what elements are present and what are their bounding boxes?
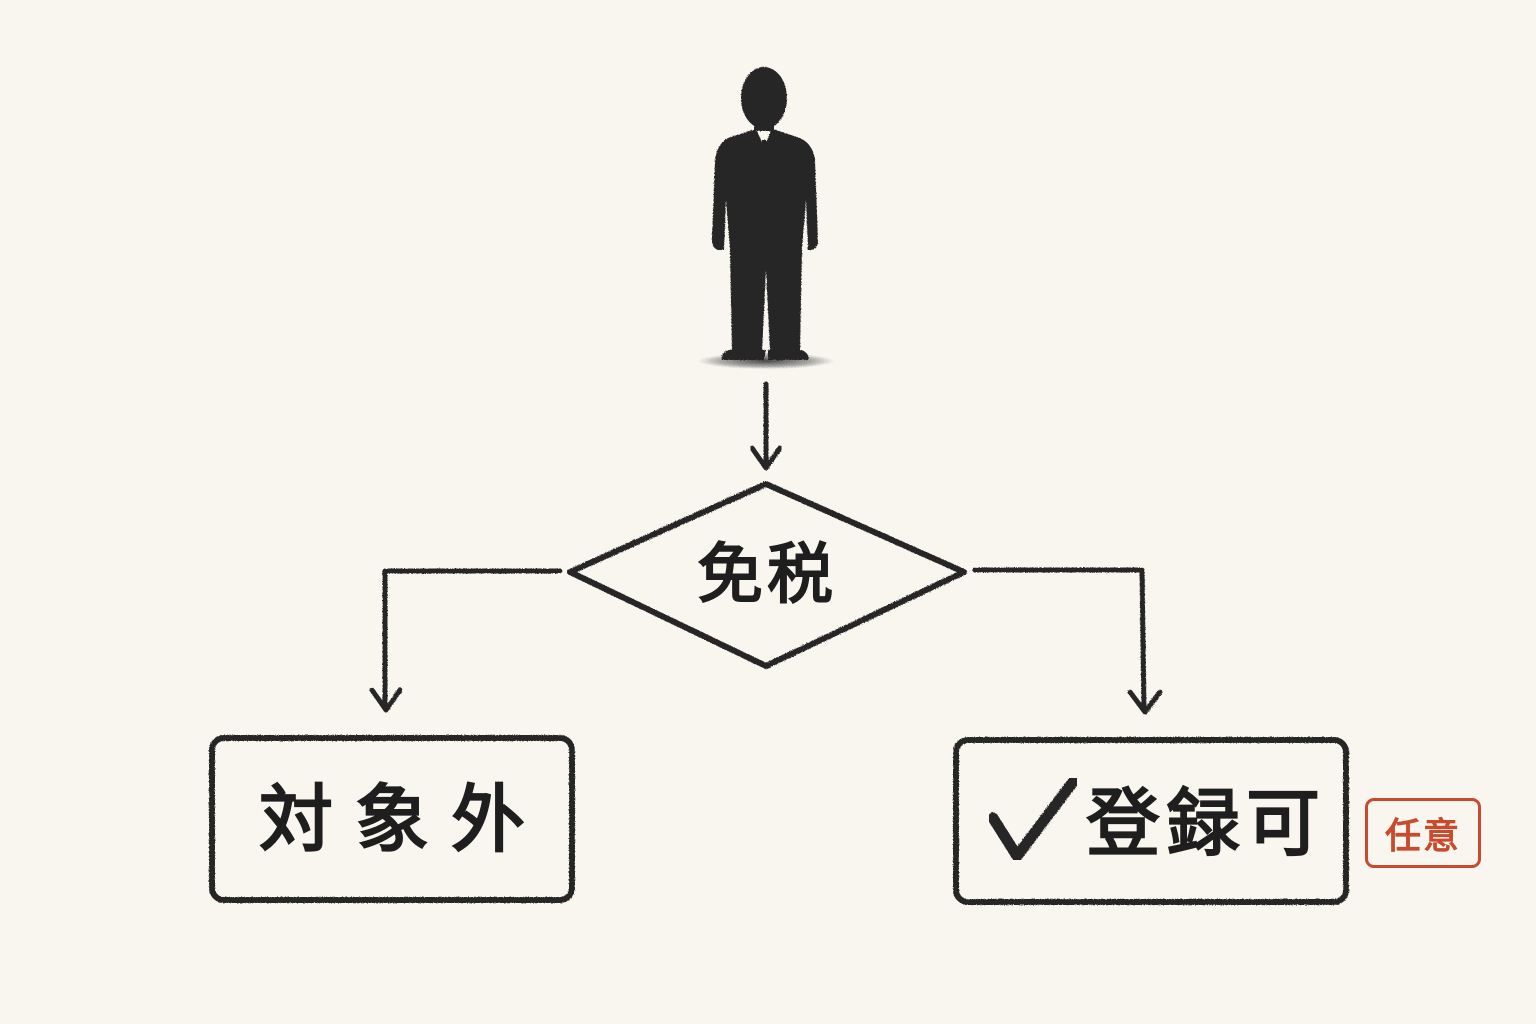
right-result-box [953,737,1349,905]
arrow-person-to-decision [749,381,783,471]
left-result-box [209,735,575,903]
shirt-collar [757,131,771,147]
businessman-icon [698,67,834,369]
arrow-decision-to-left [369,568,563,713]
left-result-label: 対象外 [259,777,547,863]
necktie [760,140,768,180]
right-result-label: 登録可 [1086,781,1326,867]
decision-diamond [567,481,967,669]
optional-stamp: 任意 [1365,798,1481,868]
check-mark-icon [987,776,1079,862]
arrow-decision-to-right [972,567,1163,715]
left-shoe [721,350,766,360]
decision-label: 免税 [697,535,837,613]
head [741,67,787,129]
right-shoe [768,350,809,360]
ground-shadow [698,353,834,369]
torso [712,130,818,352]
